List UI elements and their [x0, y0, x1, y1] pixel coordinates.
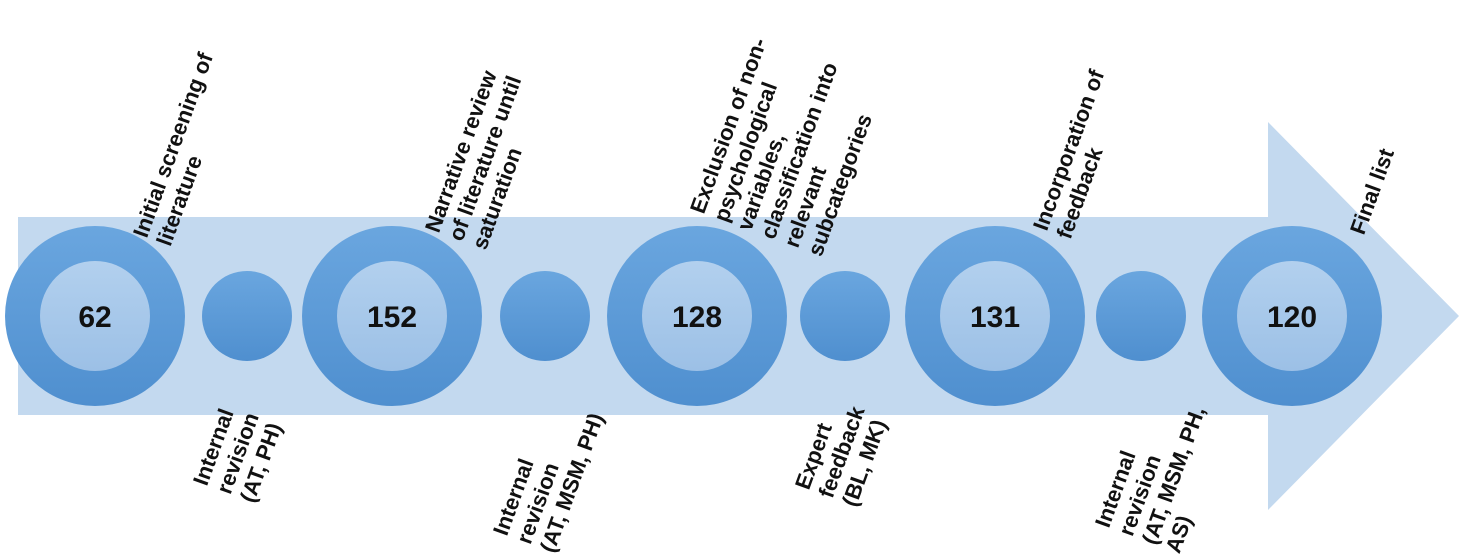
- revision-node: [500, 271, 590, 361]
- revision-node: [800, 271, 890, 361]
- revision-node: [202, 271, 292, 361]
- stage-node: 152: [302, 226, 482, 406]
- revision-node: [1096, 271, 1186, 361]
- stage-count: 120: [1267, 301, 1317, 334]
- stage-ring-center: [40, 261, 150, 371]
- stage-node: 120: [1202, 226, 1382, 406]
- stage-node: 62: [5, 226, 185, 406]
- stage-count: 131: [970, 301, 1020, 334]
- stage-node: 131: [905, 226, 1085, 406]
- diagram-nodes: 62 152 128 131 120: [5, 226, 1382, 406]
- stage-count: 152: [367, 301, 417, 334]
- stage-ring-center: [940, 261, 1050, 371]
- stage-ring-center: [337, 261, 447, 371]
- stage-ring-center: [1237, 261, 1347, 371]
- stage-node: 128: [607, 226, 787, 406]
- stage-ring-center: [642, 261, 752, 371]
- stage-count: 128: [672, 301, 722, 334]
- stage-count: 62: [78, 301, 111, 334]
- flow-diagram-canvas: 62 152 128 131 120: [5, 122, 1459, 510]
